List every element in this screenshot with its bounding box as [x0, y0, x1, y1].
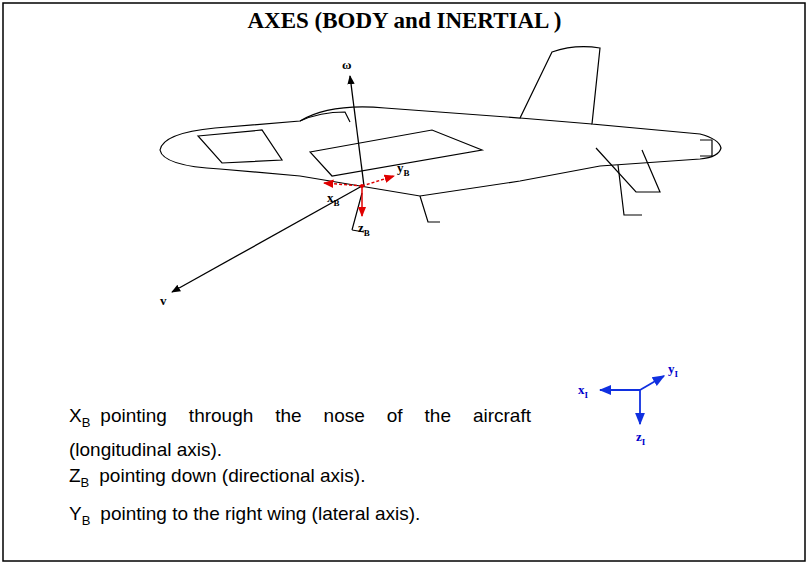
symbol-label: z: [358, 220, 364, 235]
symbol-label: x: [327, 190, 334, 205]
symbol-label: Z: [69, 465, 81, 486]
symbol-label: y: [397, 160, 404, 175]
axis-label: zB: [358, 221, 370, 238]
axis-label: xB: [327, 191, 340, 208]
inertial-axes: [600, 376, 664, 424]
description-text: pointing down (directional axis).: [99, 465, 365, 486]
axis-label: zI: [636, 430, 645, 447]
axis-label: yB: [397, 161, 410, 178]
subscript: B: [82, 513, 91, 528]
symbol-label: z: [636, 429, 642, 444]
subscript: B: [334, 198, 340, 208]
description-text: pointing to the right wing (lateral axis…: [100, 503, 420, 524]
subscript: B: [404, 168, 410, 178]
symbol-label: y: [668, 361, 675, 376]
subscript: B: [82, 415, 91, 430]
velocity-label: v: [160, 294, 167, 307]
symbol-label: Y: [69, 503, 82, 524]
symbol-label: x: [578, 382, 585, 397]
body-axes: [324, 176, 394, 216]
symbol-label: X: [69, 405, 82, 426]
subscript: B: [364, 228, 370, 238]
subscript: I: [675, 369, 679, 379]
slide-title: AXES (BODY and INERTIAL ): [0, 8, 809, 34]
velocity-vector: [172, 186, 362, 292]
symbol-label: ω: [342, 57, 352, 72]
symbol-label: v: [160, 293, 167, 308]
axis-description: XBpointing through the nose of the aircr…: [69, 402, 531, 463]
description-text: pointing through the nose of the aircraf…: [69, 405, 531, 460]
subscript: I: [642, 437, 646, 447]
angular-velocity-vector: [350, 76, 364, 186]
slide-frame: [3, 3, 805, 561]
subscript: I: [585, 390, 589, 400]
axis-label: yI: [668, 362, 678, 379]
axis-label: xI: [578, 383, 588, 400]
subscript: B: [81, 475, 90, 490]
axis-description: ZBpointing down (directional axis).: [69, 462, 531, 496]
axis-description: YBpointing to the right wing (lateral ax…: [69, 500, 531, 534]
aircraft: [160, 47, 721, 232]
omega-label: ω: [342, 58, 352, 71]
